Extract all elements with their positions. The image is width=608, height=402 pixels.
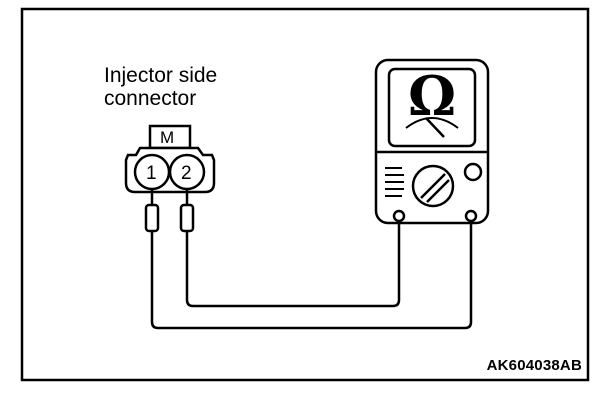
test-lead-1 bbox=[150, 220, 473, 330]
range-scale-lines bbox=[385, 167, 404, 197]
connector-caption-line1: Injector side bbox=[104, 64, 217, 87]
figure-frame bbox=[20, 7, 590, 382]
connector-caption-line2: connector bbox=[104, 87, 196, 110]
ohmmeter-icon: Ω bbox=[374, 58, 490, 225]
terminal-right bbox=[464, 209, 478, 223]
figure-code: AK604038AB bbox=[487, 357, 582, 374]
terminal-left bbox=[392, 209, 406, 223]
range-selector-knob bbox=[411, 164, 455, 208]
connector-latch-mark: M bbox=[160, 128, 174, 147]
test-probes bbox=[144, 189, 195, 233]
injector-connector: M 1 2 bbox=[124, 124, 216, 194]
probe-2 bbox=[179, 203, 195, 233]
meter-needle bbox=[425, 117, 445, 138]
probe-1 bbox=[144, 203, 160, 233]
pin-2-label: 2 bbox=[181, 163, 192, 184]
pin-1-label: 1 bbox=[146, 163, 157, 184]
test-lead-2 bbox=[185, 220, 401, 308]
meter-scale bbox=[405, 117, 459, 129]
zero-adjust-knob bbox=[463, 162, 483, 182]
meter-display bbox=[387, 67, 477, 148]
